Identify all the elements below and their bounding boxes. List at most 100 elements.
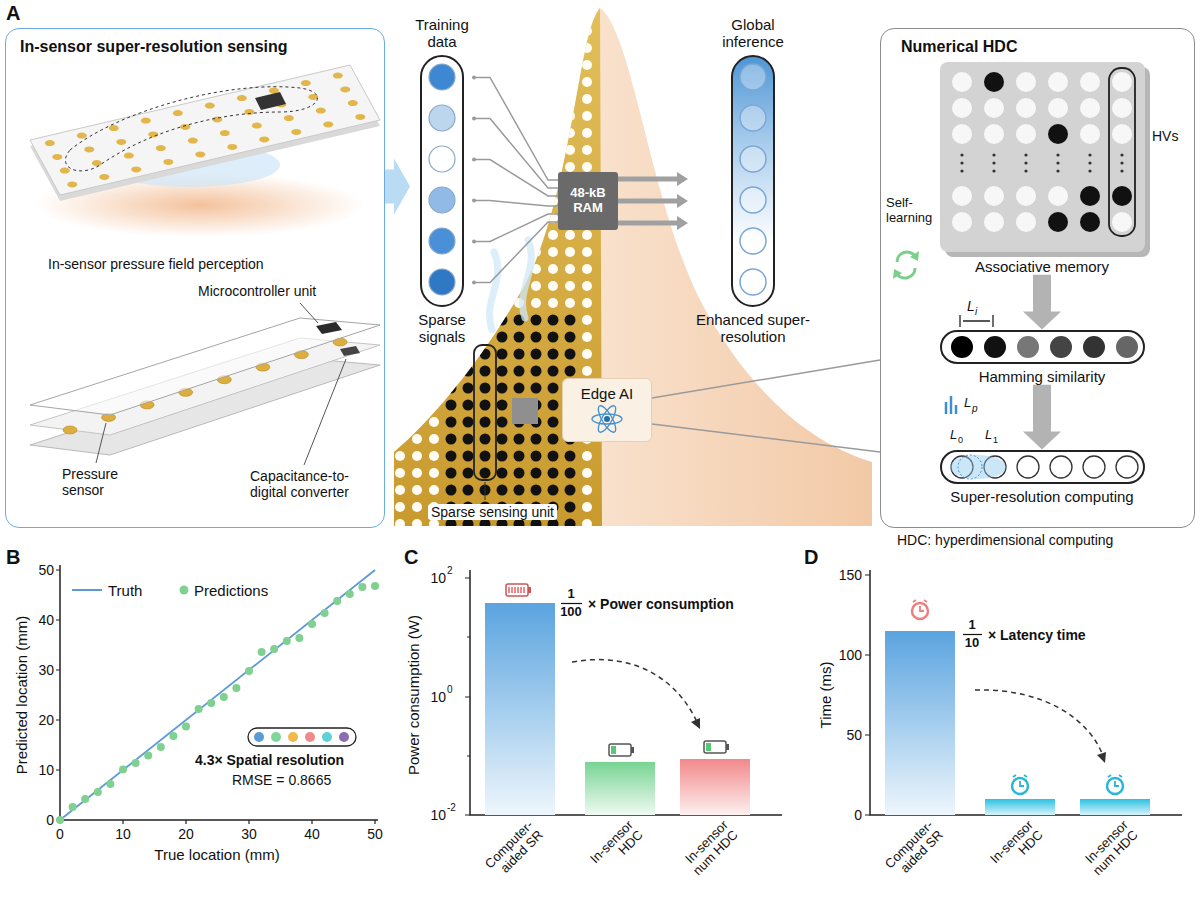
tick-label: 10 — [115, 826, 131, 842]
board-hole — [531, 26, 541, 36]
sensor-dot — [52, 154, 62, 160]
board-hole — [480, 366, 490, 376]
ram-chip: 48-kB RAM — [558, 172, 618, 230]
board-hole — [446, 383, 456, 393]
fraction-number: 1 — [558, 587, 584, 602]
hypervector-bit — [984, 124, 1004, 144]
prediction-point — [321, 609, 329, 617]
board-hole — [497, 485, 507, 495]
board-hole — [463, 179, 473, 189]
tick-label: 10 — [430, 689, 446, 705]
self-learning-icon — [893, 269, 902, 279]
board-hole — [395, 383, 405, 393]
sensor-dot — [92, 160, 102, 166]
sensor-dot — [141, 118, 151, 124]
board-hole — [395, 94, 405, 104]
board-hole — [480, 468, 490, 478]
sensor-dot — [148, 131, 158, 137]
board-hole — [395, 434, 405, 444]
connector-line — [474, 214, 558, 242]
prediction-point — [346, 590, 354, 598]
truth-line — [60, 570, 375, 820]
annotation-label: 4.3× Spatial resolution — [195, 752, 344, 768]
signal-circle — [429, 105, 455, 131]
board-hole — [429, 519, 439, 529]
part-label: Pressure sensor — [62, 466, 118, 498]
tick-label: 30 — [241, 826, 257, 842]
connector — [1023, 275, 1061, 330]
board-hole — [582, 281, 592, 291]
active-sensor — [463, 451, 474, 462]
arrow-shape — [385, 159, 410, 215]
axis-ticks — [865, 575, 870, 815]
hypervector-bit — [984, 186, 1004, 206]
symbol-subscript: p — [972, 403, 978, 414]
active-sensor — [480, 400, 491, 411]
legend-label: Truth — [108, 582, 142, 599]
board-hole — [480, 417, 490, 427]
column-caption: Enhanced super-resolution — [688, 311, 818, 346]
dashed-arrow-head — [691, 718, 700, 729]
battery-icon — [509, 587, 524, 593]
board-hole — [582, 502, 592, 512]
board-hole — [531, 60, 541, 70]
board-hole — [480, 400, 490, 410]
board-hole — [582, 77, 592, 87]
bar — [985, 799, 1055, 815]
super-resolution-row: Super-resolution computing — [940, 450, 1145, 505]
board-hole — [531, 434, 541, 444]
sensor-dot — [84, 146, 94, 152]
arrow-shape — [1023, 275, 1061, 330]
process-label: Self-learning — [886, 196, 940, 226]
prediction-point — [358, 583, 366, 591]
ellipsis-dot — [992, 161, 995, 164]
part-label: Pressure sensor — [62, 466, 134, 498]
arrow-shape — [618, 172, 688, 186]
board-hole — [548, 349, 558, 359]
part-label: Sparse sensing unit — [428, 504, 557, 520]
battery-icon — [611, 746, 616, 754]
board-hole — [395, 111, 405, 121]
prediction-point — [81, 795, 89, 803]
active-sensor — [446, 400, 457, 411]
board-hole — [548, 247, 558, 257]
tick-exponent: 2 — [447, 565, 453, 577]
tick-label: 10 — [430, 807, 446, 823]
board-hole — [497, 43, 507, 53]
signal-circle — [429, 228, 455, 254]
board-hole — [531, 519, 541, 529]
board-hole — [480, 94, 490, 104]
memory-grid — [940, 62, 1145, 252]
battery-icon — [706, 743, 711, 751]
board-hole — [565, 468, 575, 478]
tick-label: 100 — [839, 647, 862, 663]
active-sensor — [531, 366, 542, 377]
tick-exponent: -2 — [447, 802, 456, 814]
active-sensor — [446, 383, 457, 394]
sensor-dot — [355, 114, 365, 120]
tick-label: 40 — [304, 826, 320, 842]
wire-end — [472, 158, 476, 162]
footnote: HDC: hyperdimensional computing — [897, 532, 1113, 548]
board-hole — [514, 349, 524, 359]
active-sensor — [531, 485, 542, 496]
active-sensor — [463, 366, 474, 377]
active-sensor — [565, 332, 576, 343]
active-sensor — [514, 349, 525, 360]
column-caption: Sparse signals — [410, 311, 474, 346]
active-sensor — [514, 383, 525, 394]
sensor-dot — [45, 140, 55, 146]
wire-end — [472, 199, 476, 203]
leader-line — [96, 423, 106, 463]
signal-circle — [740, 269, 766, 295]
ellipsis-dot — [960, 153, 963, 156]
location-cell — [1083, 456, 1105, 478]
board-hole — [497, 434, 507, 444]
tick-exponent: 2 — [447, 565, 453, 576]
vector-pill — [940, 330, 1145, 364]
board-hole — [548, 281, 558, 291]
active-sensor — [565, 485, 576, 496]
symbol-subscript: i — [975, 306, 977, 318]
signal-circle — [429, 146, 455, 172]
connector — [385, 159, 410, 215]
